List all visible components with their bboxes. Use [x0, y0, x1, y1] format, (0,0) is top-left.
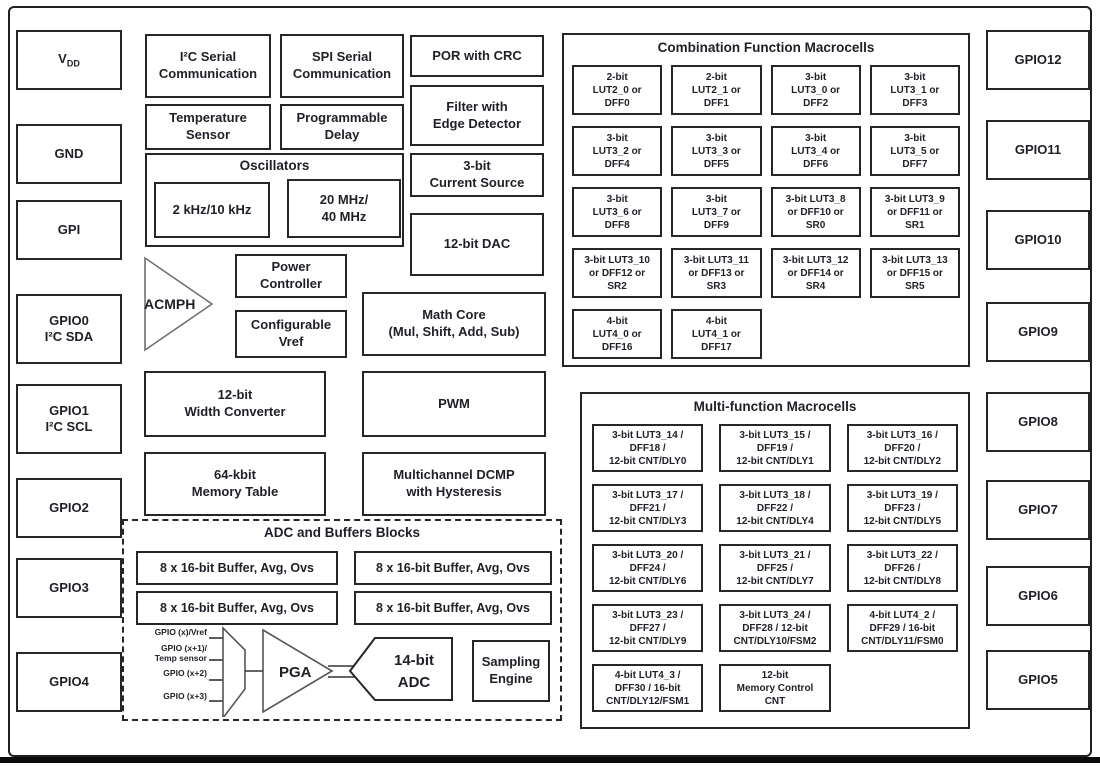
- macrocell-lut3-5: 3-bit LUT3_5 or DFF7: [869, 126, 960, 176]
- pin-gpio2: GPIO2: [16, 478, 122, 538]
- acmph-triangle-icon: [144, 256, 214, 352]
- macrocell-lut3-17: 3-bit LUT3_17 / DFF21 / 12-bit CNT/DLY3: [592, 484, 704, 532]
- adc-input-label-x2: GPIO (x+2): [163, 668, 207, 678]
- block-programmable-delay: Programmable Delay: [280, 104, 404, 150]
- block-filter-edge-detector: Filter with Edge Detector: [410, 85, 544, 146]
- combination-title: Combination Function Macrocells: [657, 40, 875, 55]
- macrocell-lut3-9: 3-bit LUT3_9 or DFF11 or SR1: [869, 187, 960, 237]
- macrocell-lut3-10: 3-bit LUT3_10 or DFF12 or SR2: [572, 248, 663, 298]
- panel-multifunction-macrocells: Multi-function Macrocells 3-bit LUT3_14 …: [580, 392, 970, 729]
- multifunction-title: Multi-function Macrocells: [693, 399, 857, 414]
- pin-gpio0-sda: GPIO0 I²C SDA: [16, 294, 122, 364]
- mux-icon: [222, 626, 246, 717]
- block-i2c-serial: I²C Serial Communication: [145, 34, 271, 98]
- adc-pentagon-icon: [348, 637, 453, 701]
- macrocell-lut3-24: 3-bit LUT3_24 / DFF28 / 12-bit CNT/DLY10…: [719, 604, 831, 652]
- macrocell-lut3-21: 3-bit LUT3_21 / DFF25 / 12-bit CNT/DLY7: [719, 544, 831, 592]
- group-oscillators: Oscillators 2 kHz/10 kHz 20 MHz/ 40 MHz: [145, 153, 404, 247]
- pin-gpio5: GPIO5: [986, 650, 1090, 710]
- pin-gpio11: GPIO11: [986, 120, 1090, 180]
- block-buffer-4: 8 x 16-bit Buffer, Avg, Ovs: [354, 591, 552, 625]
- macrocell-lut3-12: 3-bit LUT3_12 or DFF14 or SR4: [770, 248, 861, 298]
- macrocell-lut3-6: 3-bit LUT3_6 or DFF8: [572, 187, 663, 237]
- pin-gnd: GND: [16, 124, 122, 184]
- pin-vdd-label: VDD: [58, 50, 80, 69]
- pin-gpio3: GPIO3: [16, 558, 122, 618]
- block-multichannel-dcmp: Multichannel DCMP with Hysteresis: [362, 452, 546, 516]
- macrocell-lut3-11: 3-bit LUT3_11 or DFF13 or SR3: [671, 248, 762, 298]
- block-por-crc: POR with CRC: [410, 35, 544, 77]
- block-dac: 12-bit DAC: [410, 213, 544, 276]
- page-bottom-rule: [0, 757, 1100, 763]
- macrocell-lut3-18: 3-bit LUT3_18 / DFF22 / 12-bit CNT/DLY4: [719, 484, 831, 532]
- pin-gpio9: GPIO9: [986, 302, 1090, 362]
- pin-gpio6: GPIO6: [986, 566, 1090, 626]
- block-math-core: Math Core (Mul, Shift, Add, Sub): [362, 292, 546, 356]
- group-adc-buffers: ADC and Buffers Blocks 8 x 16-bit Buffer…: [122, 519, 562, 721]
- adc-signal-chain: PGA 14-bit ADC: [209, 626, 453, 717]
- pin-vdd: VDD: [16, 30, 122, 90]
- pin-gpio8: GPIO8: [986, 392, 1090, 452]
- pin-gpio10: GPIO10: [986, 210, 1090, 270]
- block-buffer-1: 8 x 16-bit Buffer, Avg, Ovs: [136, 551, 338, 585]
- macrocell-lut3-0: 3-bit LUT3_0 or DFF2: [770, 65, 861, 115]
- macrocell-lut4-1: 4-bit LUT4_1 or DFF17: [671, 309, 762, 359]
- pin-gpi: GPI: [16, 200, 122, 260]
- adc-label-line1: 14-bit: [394, 652, 434, 669]
- macrocell-lut3-19: 3-bit LUT3_19 / DFF23 / 12-bit CNT/DLY5: [846, 484, 958, 532]
- block-sampling-engine: Sampling Engine: [472, 640, 550, 702]
- macrocell-lut2-1: 2-bit LUT2_1 or DFF1: [671, 65, 762, 115]
- macrocell-lut3-22: 3-bit LUT3_22 / DFF26 / 12-bit CNT/DLY8: [846, 544, 958, 592]
- block-power-controller: Power Controller: [235, 254, 347, 298]
- adc-group-title: ADC and Buffers Blocks: [263, 525, 421, 540]
- block-spi-serial: SPI Serial Communication: [280, 34, 404, 98]
- macrocell-lut4-0: 4-bit LUT4_0 or DFF16: [572, 309, 663, 359]
- macrocell-lut2-0: 2-bit LUT2_0 or DFF0: [572, 65, 663, 115]
- block-temperature-sensor: Temperature Sensor: [145, 104, 271, 150]
- block-osc-high-freq: 20 MHz/ 40 MHz: [287, 179, 401, 238]
- macrocell-lut3-14: 3-bit LUT3_14 / DFF18 / 12-bit CNT/DLY0: [592, 424, 704, 472]
- panel-combination-macrocells: Combination Function Macrocells 2-bit LU…: [562, 33, 970, 367]
- acmph-label: ACMPH: [144, 296, 195, 312]
- macrocell-lut3-2: 3-bit LUT3_2 or DFF4: [572, 126, 663, 176]
- pin-gpio7: GPIO7: [986, 480, 1090, 540]
- pga-label: PGA: [279, 664, 312, 681]
- macrocell-lut3-1: 3-bit LUT3_1 or DFF3: [869, 65, 960, 115]
- pin-gpio1-scl: GPIO1 I²C SCL: [16, 384, 122, 454]
- adc-input-label-x3: GPIO (x+3): [163, 691, 207, 701]
- macrocell-lut3-3: 3-bit LUT3_3 or DFF5: [671, 126, 762, 176]
- macrocell-memory-control: 12-bit Memory Control CNT: [719, 664, 831, 712]
- block-current-source: 3-bit Current Source: [410, 153, 544, 197]
- macrocell-lut3-7: 3-bit LUT3_7 or DFF9: [671, 187, 762, 237]
- adc-label-line2: ADC: [398, 674, 431, 691]
- macrocell-lut4-3: 4-bit LUT4_3 / DFF30 / 16-bit CNT/DLY12/…: [592, 664, 704, 712]
- macrocell-lut3-8: 3-bit LUT3_8 or DFF10 or SR0: [770, 187, 861, 237]
- adc-input-label-vref: GPIO (x)/Vref: [154, 627, 207, 637]
- block-configurable-vref: Configurable Vref: [235, 310, 347, 358]
- macrocell-lut3-15: 3-bit LUT3_15 / DFF19 / 12-bit CNT/DLY1: [719, 424, 831, 472]
- acmph-comparator: ACMPH: [144, 256, 214, 352]
- block-memory-table: 64-kbit Memory Table: [144, 452, 326, 516]
- block-buffer-3: 8 x 16-bit Buffer, Avg, Ovs: [136, 591, 338, 625]
- adc-input-label-temp: GPIO (x+1)/ Temp sensor: [154, 643, 207, 663]
- macrocell-lut3-23: 3-bit LUT3_23 / DFF27 / 12-bit CNT/DLY9: [592, 604, 704, 652]
- pin-gpio12: GPIO12: [986, 30, 1090, 90]
- pga-triangle-icon: [262, 628, 334, 714]
- oscillators-title: Oscillators: [239, 158, 310, 173]
- block-buffer-2: 8 x 16-bit Buffer, Avg, Ovs: [354, 551, 552, 585]
- block-osc-low-freq: 2 kHz/10 kHz: [154, 182, 270, 238]
- block-width-converter: 12-bit Width Converter: [144, 371, 326, 437]
- macrocell-lut3-13: 3-bit LUT3_13 or DFF15 or SR5: [869, 248, 960, 298]
- macrocell-lut3-4: 3-bit LUT3_4 or DFF6: [770, 126, 861, 176]
- macrocell-lut4-2: 4-bit LUT4_2 / DFF29 / 16-bit CNT/DLY11/…: [846, 604, 958, 652]
- block-pwm: PWM: [362, 371, 546, 437]
- pin-gpio4: GPIO4: [16, 652, 122, 712]
- macrocell-lut3-16: 3-bit LUT3_16 / DFF20 / 12-bit CNT/DLY2: [846, 424, 958, 472]
- macrocell-lut3-20: 3-bit LUT3_20 / DFF24 / 12-bit CNT/DLY6: [592, 544, 704, 592]
